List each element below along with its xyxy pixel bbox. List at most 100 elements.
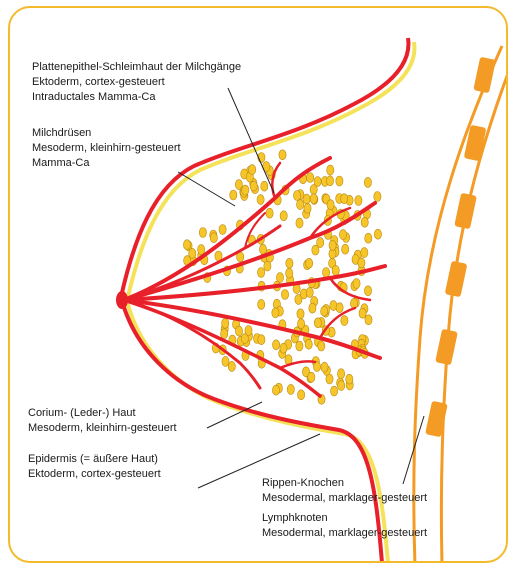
gland-lobule <box>250 181 257 191</box>
gland-lobule <box>308 372 315 382</box>
gland-lobule <box>272 385 279 395</box>
gland-lobule <box>266 208 273 218</box>
gland-lobule <box>242 185 249 195</box>
label-rib: Rippen-Knochen Mesodermal, marklager-ges… <box>262 476 427 506</box>
gland-lobule <box>332 265 339 275</box>
gland-lobule <box>258 268 265 278</box>
gland-lobule <box>259 244 266 254</box>
gland-lobule <box>279 150 286 160</box>
gland-lobule <box>321 306 328 316</box>
gland-lobule <box>304 203 311 213</box>
gland-lobule <box>264 261 271 271</box>
label-lymph: Lymphknoten Mesodermal, marklager-gesteu… <box>262 511 427 541</box>
gland-lobule <box>249 165 256 175</box>
gland-lobule <box>296 341 303 351</box>
gland-lobule <box>306 258 313 268</box>
gland-lobule <box>257 195 264 205</box>
gland-lobule <box>331 386 338 396</box>
gland-lobule <box>327 200 334 210</box>
gland-lobule <box>230 190 237 200</box>
gland-lobule <box>199 228 206 238</box>
gland-lobule <box>198 245 205 255</box>
gland-lobule <box>222 356 229 366</box>
gland-lobule <box>309 303 316 313</box>
gland-lobule <box>327 165 334 175</box>
leader-line-glands <box>178 172 235 206</box>
label-rib-line2: Mesodermal, marklager-gesteuert <box>262 491 427 506</box>
gland-lobule <box>261 181 268 191</box>
gland-lobule <box>273 340 280 350</box>
gland-lobule <box>210 233 217 243</box>
gland-lobule <box>364 286 371 296</box>
rib-bone <box>435 329 458 366</box>
label-ducts-line2: Ektoderm, cortex-gesteuert <box>32 75 241 90</box>
gland-lobule <box>346 374 353 384</box>
gland-lobule <box>286 258 293 268</box>
gland-lobule <box>365 233 372 243</box>
rib-bone <box>454 193 477 230</box>
gland-lobule <box>341 194 348 204</box>
gland-lobule <box>219 225 226 235</box>
rib-column <box>414 46 508 563</box>
gland-lobule <box>235 326 242 336</box>
gland-lobule <box>365 315 372 325</box>
label-glands-line1: Milchdrüsen <box>32 126 181 141</box>
gland-lobule <box>361 248 368 258</box>
label-glands: Milchdrüsen Mesoderm, kleinhirn-gesteuer… <box>32 126 181 171</box>
gland-lobule <box>355 196 362 206</box>
gland-lobule <box>312 245 319 255</box>
gland-lobule <box>318 341 325 351</box>
gland-lobule <box>305 339 312 349</box>
gland-lobule <box>374 192 381 202</box>
gland-lobule <box>339 230 346 240</box>
label-corium-line2: Mesoderm, kleinhirn-gesteuert <box>28 421 177 436</box>
gland-lobule <box>286 268 293 278</box>
gland-lobule <box>228 361 235 371</box>
gland-lobule <box>358 258 365 268</box>
label-lymph-line2: Mesodermal, marklager-gesteuert <box>262 526 427 541</box>
label-ducts-line3: Intraductales Mamma-Ca <box>32 90 241 105</box>
label-ducts-line1: Plattenepithel-Schleimhaut der Milchgäng… <box>32 60 241 75</box>
gland-lobule <box>336 176 343 186</box>
label-corium: Corium- (Leder-) Haut Mesoderm, kleinhir… <box>28 406 177 436</box>
gland-lobule <box>189 248 196 258</box>
duct-branch <box>330 278 370 300</box>
gland-lobule <box>326 176 333 186</box>
gland-lobule <box>280 343 287 353</box>
gland-lobule <box>336 303 343 313</box>
gland-lobule <box>294 191 301 201</box>
gland-lobule <box>297 200 304 210</box>
label-rib-line1: Rippen-Knochen <box>262 476 427 491</box>
gland-lobule <box>258 335 265 345</box>
gland-lobule <box>353 279 360 289</box>
gland-lobule <box>298 390 305 400</box>
label-epidermis-line2: Ektoderm, cortex-gesteuert <box>28 467 161 482</box>
gland-lobule <box>280 211 287 221</box>
gland-lobule <box>258 299 265 309</box>
gland-lobule <box>321 362 328 372</box>
gland-lobule <box>329 240 336 250</box>
gland-lobule <box>314 318 321 328</box>
gland-lobule <box>297 309 304 319</box>
gland-lobule <box>364 177 371 187</box>
label-glands-line3: Mamma-Ca <box>32 156 181 171</box>
gland-lobule <box>326 374 333 384</box>
gland-lobule <box>306 287 313 297</box>
gland-lobule <box>245 326 252 336</box>
gland-lobule <box>287 384 294 394</box>
rib-bone <box>445 261 468 298</box>
label-lymph-line1: Lymphknoten <box>262 511 427 526</box>
gland-lobule <box>374 229 381 239</box>
label-epidermis: Epidermis (= äußere Haut) Ektoderm, cort… <box>28 452 161 482</box>
label-corium-line1: Corium- (Leder-) Haut <box>28 406 177 421</box>
gland-lobule <box>281 290 288 300</box>
diagram-frame: Plattenepithel-Schleimhaut der Milchgäng… <box>8 6 508 563</box>
gland-lobule <box>303 194 310 204</box>
gland-lobule <box>221 329 228 339</box>
rib-bone <box>473 57 496 94</box>
gland-lobule <box>296 218 303 228</box>
gland-lobule <box>338 381 345 391</box>
gland-lobule <box>222 318 229 328</box>
leader-lines <box>178 88 424 488</box>
label-epidermis-line1: Epidermis (= äußere Haut) <box>28 452 161 467</box>
